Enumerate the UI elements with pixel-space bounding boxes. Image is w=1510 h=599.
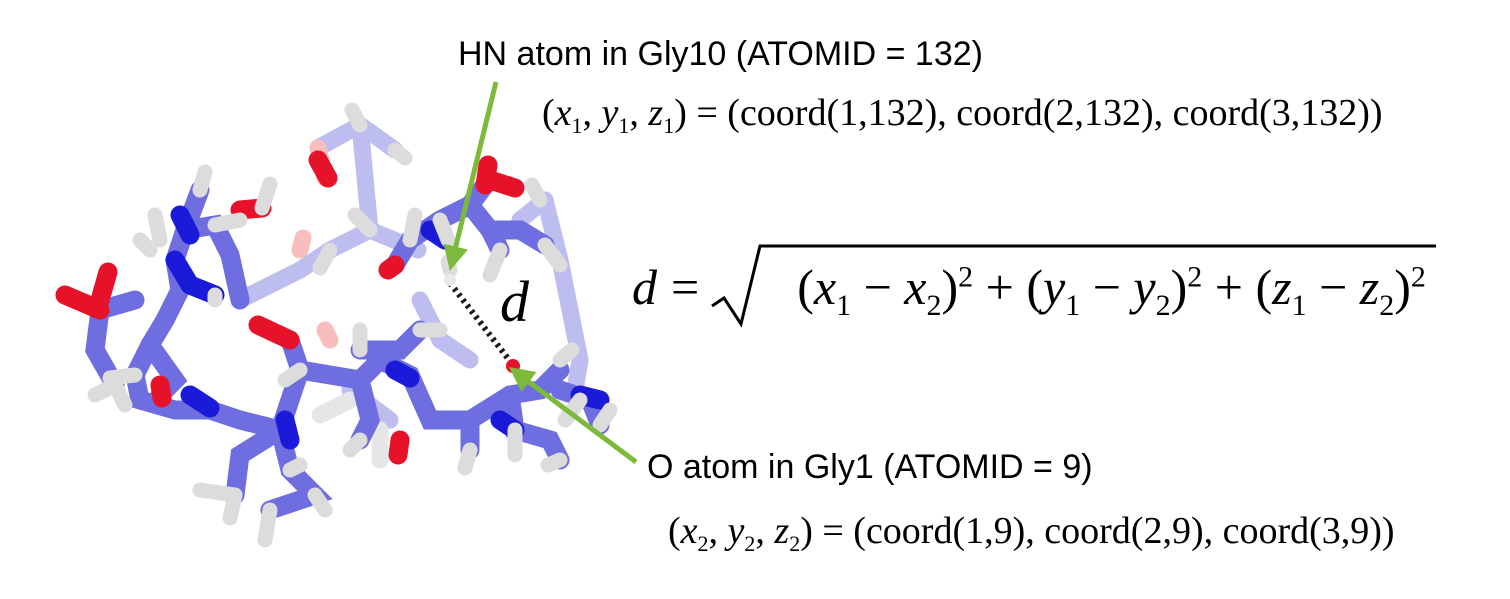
sqrt-radical-sign <box>711 244 1436 328</box>
o-atom-coordinates: (x2, y2, z2) = (coord(1,9), coord(2,9), … <box>668 510 1395 556</box>
formula-term-y: (y1 − y2)2 <box>1026 259 1203 322</box>
distance-formula: d=(x1 − x2)2 + (y1 − y2)2 + (z1 − z2)2 <box>632 259 1426 322</box>
o-atom-label: O atom in Gly1 (ATOMID = 9) <box>647 448 1093 486</box>
o-atom-arrow <box>508 367 638 465</box>
hn-atom-label: HN atom in Gly10 (ATOMID = 132) <box>458 35 983 73</box>
distance-label: d <box>500 269 529 334</box>
hn-atom-coordinates: (x1, y1, z1) = (coord(1,132), coord(2,13… <box>542 92 1383 138</box>
formula-term-x: (x1 − x2)2 <box>797 259 974 322</box>
formula-term-z: (z1 − z2)2 <box>1255 259 1426 322</box>
hn-atom-highlight <box>444 274 456 286</box>
distance-dotted-line <box>447 281 516 367</box>
hn-atom-arrow <box>443 81 499 271</box>
